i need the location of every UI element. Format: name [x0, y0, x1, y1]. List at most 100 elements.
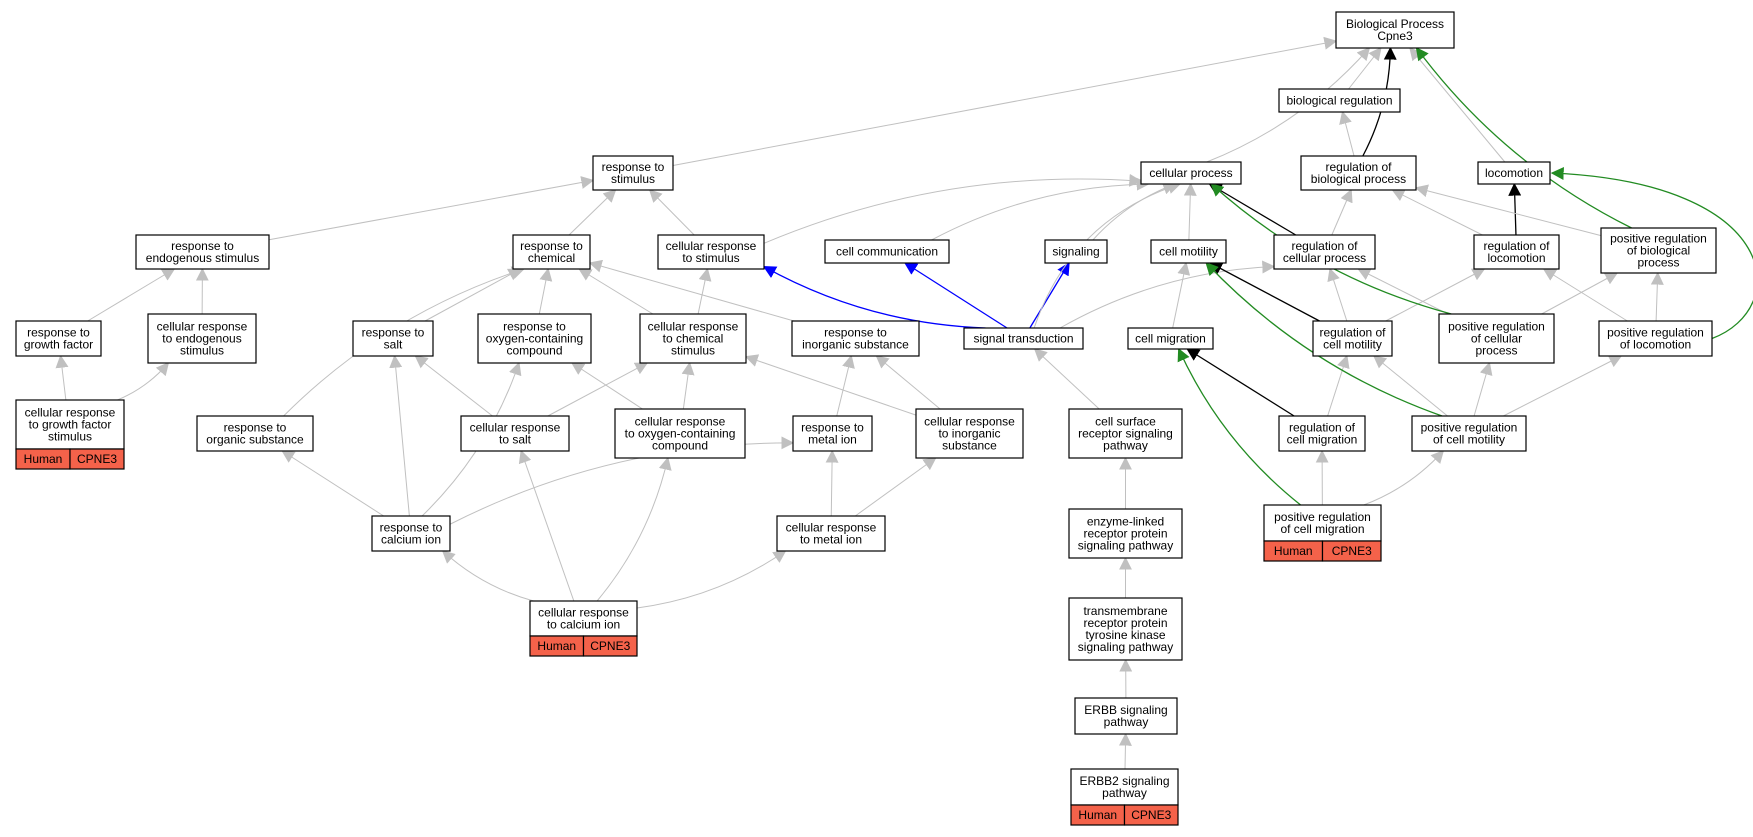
node-label-line: to metal ion	[800, 533, 862, 547]
node-label-line: to calcium ion	[547, 618, 620, 632]
node-box	[824, 239, 950, 264]
edge-cellular_response_to_calcium_ion-to-cellular_response_to_oxygen_containing_compound	[596, 456, 672, 602]
node-cell_motility[interactable]: cell motility	[1150, 239, 1227, 264]
node-label-line: response to	[380, 521, 443, 535]
node-biological_regulation[interactable]: biological regulation	[1278, 88, 1401, 113]
node-label-line: regulation of	[1483, 239, 1550, 253]
node-box	[1070, 768, 1179, 806]
node-label-line: inorganic substance	[802, 338, 909, 352]
node-box	[1473, 234, 1560, 270]
edge-response_to_chemical-to-response_to_stimulus	[568, 189, 617, 236]
edge-cellular_response_to_calcium_ion-to-cellular_response_to_salt	[518, 449, 575, 602]
node-label-line: substance	[942, 439, 997, 453]
node-cellular_process[interactable]: cellular process	[1140, 161, 1242, 185]
node-label-line: pathway	[1103, 439, 1148, 453]
node-label-line: enzyme-linked	[1087, 515, 1164, 529]
edge-cellular_response_to_stimulus-to-cellular_process	[763, 173, 1143, 244]
node-signaling[interactable]: signaling	[1044, 239, 1108, 264]
node-label-line: of locomotion	[1620, 338, 1691, 352]
node-cell_communication[interactable]: cell communication	[824, 239, 950, 264]
gene-label: CPNE3	[1131, 808, 1171, 822]
node-label-line: locomotion	[1485, 166, 1543, 180]
edge-response_to_inorganic_substance-to-response_to_chemical	[588, 259, 795, 322]
edge-positive_regulation_of_cell_migration-to-positive_regulation_of_cell_motility	[1363, 450, 1445, 506]
node-label-line: positive regulation	[1274, 510, 1371, 524]
node-label-line: response to	[801, 421, 864, 435]
node-label-line: process	[1475, 344, 1517, 358]
node-label-line: cell migration	[1135, 332, 1206, 346]
edge-signal_transduction-to-cellular_process	[1033, 181, 1182, 329]
node-box	[1312, 320, 1393, 357]
node-box	[477, 313, 592, 364]
node-label-line: cell migration	[1287, 433, 1358, 447]
edge-erbb2_signaling_pathway-to-erbb_signaling_pathway	[1118, 732, 1132, 770]
node-label-line: to inorganic	[938, 427, 1000, 441]
species-label: Human	[24, 452, 63, 466]
node-label-line: regulation of	[1289, 421, 1356, 435]
node-label-line: signaling pathway	[1078, 640, 1173, 654]
node-label-line: response to	[171, 239, 234, 253]
node-label-line: endogenous stimulus	[146, 251, 259, 265]
species-label: Human	[537, 639, 576, 653]
edge-positive_regulation_of_biological_process-to-regulation_of_biological_process	[1414, 184, 1602, 237]
edge-regulation_of_locomotion-to-locomotion	[1508, 182, 1522, 236]
node-box	[1074, 697, 1178, 735]
node-label-line: stimulus	[180, 344, 224, 358]
node-label-line: cellular response	[635, 415, 726, 429]
edge-response_to_metal_ion-to-response_to_inorganic_substance	[836, 354, 855, 417]
node-signal_transduction[interactable]: signal transduction	[963, 327, 1084, 350]
edge-response_to_calcium_ion-to-response_to_metal_ion	[449, 436, 795, 525]
node-label-line: signal transduction	[973, 332, 1073, 346]
edge-cellular_response_to_metal_ion-to-response_to_metal_ion	[825, 449, 839, 517]
edge-response_to_growth_factor-to-response_to_endogenous_stimulus	[87, 268, 176, 322]
node-locomotion[interactable]: locomotion	[1477, 161, 1551, 185]
node-box	[1150, 239, 1227, 264]
edge-cellular_response_to_salt-to-response_to_salt	[414, 355, 493, 417]
node-box	[792, 415, 873, 452]
node-cell_migration[interactable]: cell migration	[1127, 327, 1214, 350]
node-label-line: of biological	[1627, 244, 1690, 258]
edge-cell_migration-to-cell_motility	[1172, 261, 1191, 329]
node-label-line: regulation of	[1325, 160, 1392, 174]
edge-positive_regulation_of_cellular_process-to-regulation_of_cellular_process	[1357, 268, 1449, 315]
node-box	[1278, 415, 1366, 452]
node-box	[1477, 161, 1551, 185]
node-box	[1127, 327, 1214, 350]
